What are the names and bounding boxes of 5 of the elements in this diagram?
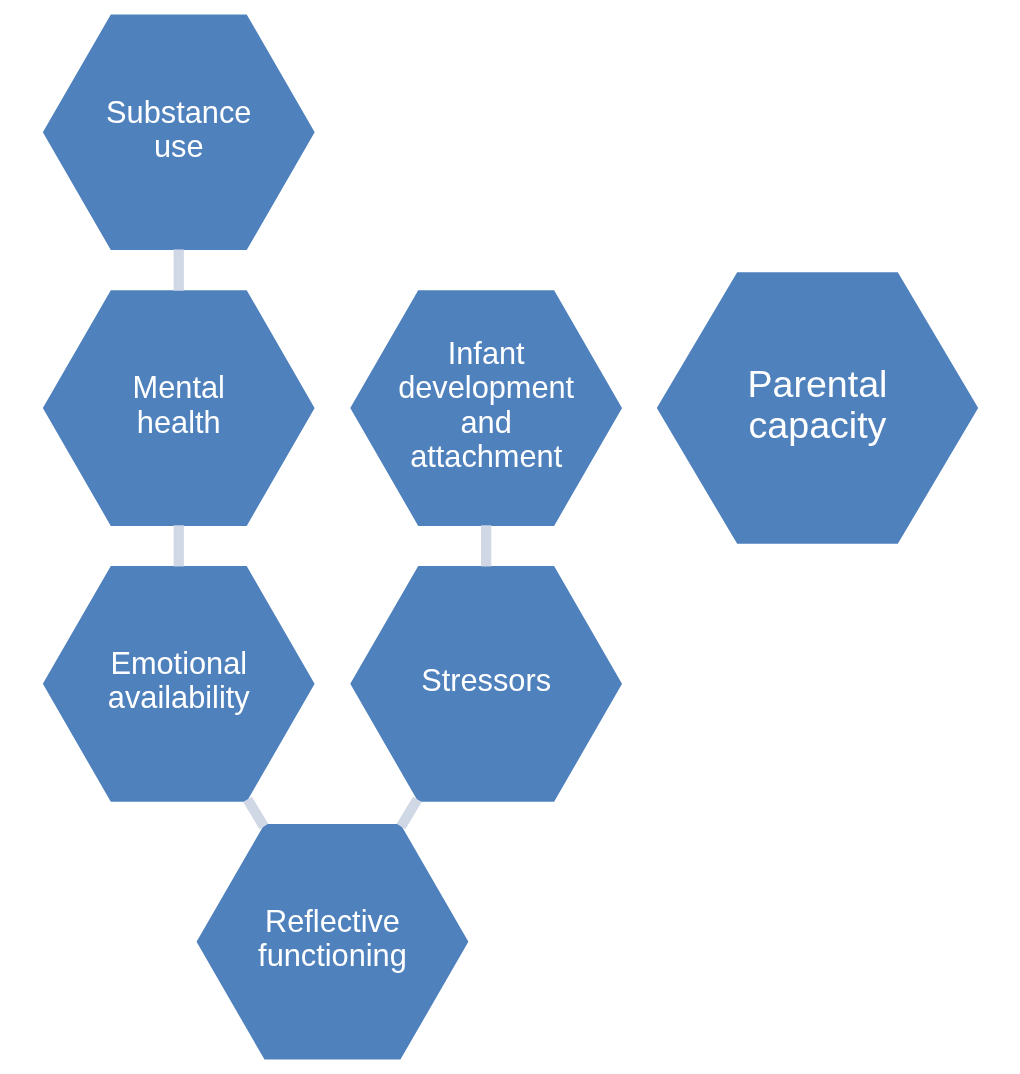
connector	[173, 525, 184, 567]
connector	[396, 796, 422, 830]
connector	[480, 525, 491, 567]
connector	[173, 249, 184, 291]
connector	[242, 796, 268, 830]
